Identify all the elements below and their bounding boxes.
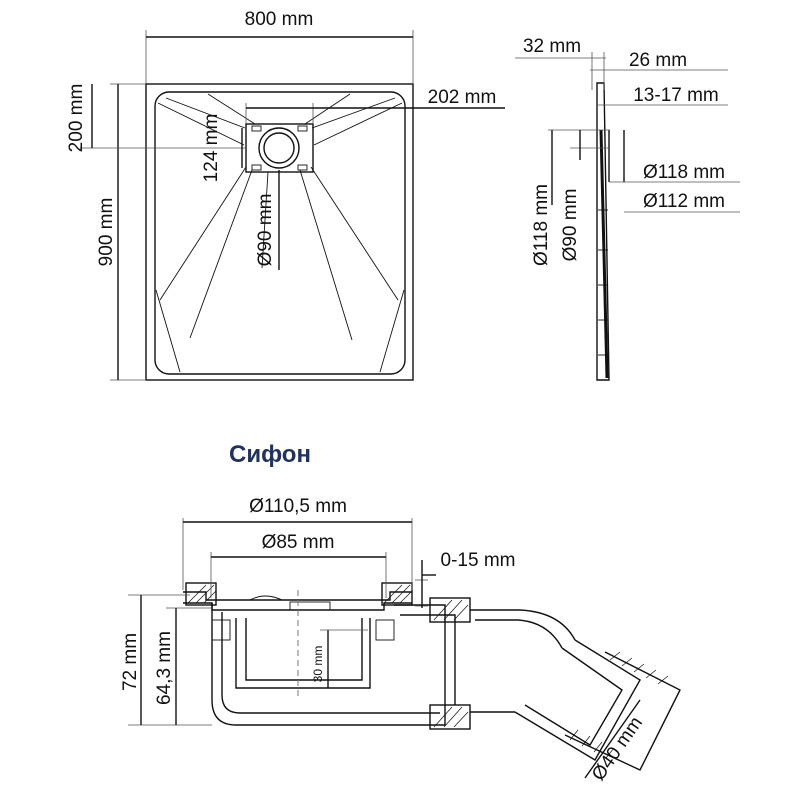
drain-offset-label: 200 mm xyxy=(66,84,87,153)
tray-outline xyxy=(145,83,414,381)
inner-d-label: Ø112 mm xyxy=(643,191,725,212)
tray-dimensions xyxy=(80,30,505,381)
siphon-adjust-label: 0-15 mm xyxy=(441,550,516,571)
right-nut xyxy=(381,582,413,606)
siphon-body-outer xyxy=(211,603,445,726)
tray-side-section: 32 mm 26 mm 13-17 mm Ø118 mm Ø112 mm Ø11… xyxy=(515,36,740,381)
drain-top xyxy=(245,123,314,173)
section-ribs xyxy=(598,209,608,356)
outlet-nut xyxy=(429,597,471,623)
thickness-label: 32 mm xyxy=(523,36,581,57)
drain-hole-outer xyxy=(258,127,300,169)
drain-hole-inner xyxy=(263,132,295,164)
tray-width-label: 800 mm xyxy=(245,9,314,30)
siphon-inner-d-label: Ø85 mm xyxy=(262,532,335,553)
slope-label: 13-17 mm xyxy=(633,85,719,106)
siphon-height-label: 72 mm xyxy=(120,633,141,691)
outer-d-label: Ø118 mm xyxy=(643,162,725,183)
tray-inner-rim xyxy=(154,91,406,375)
siphon-title: Сифон xyxy=(229,441,311,468)
slope-lines xyxy=(155,93,405,373)
section-outline xyxy=(596,82,610,381)
outlet-elbow xyxy=(514,639,681,771)
drain-inner-label: 124 mm xyxy=(201,114,222,183)
siphon-height2-label: 64,3 mm xyxy=(154,631,175,705)
v-outer-label: Ø118 mm xyxy=(531,184,552,266)
siphon-drawing xyxy=(183,582,681,771)
tray-top-view: 800 mm 900 mm 200 mm 202 mm 124 mm Ø90 m… xyxy=(66,9,505,381)
siphon-seal-label: 30 mm xyxy=(311,646,325,683)
drain-hole-label: Ø90 mm xyxy=(255,194,276,267)
tray-length-label: 900 mm xyxy=(96,198,117,267)
left-nut xyxy=(185,582,217,606)
rim-label: 26 mm xyxy=(629,50,687,71)
siphon-outer-d-label: Ø110,5 mm xyxy=(249,496,347,517)
drain-size-label: 202 mm xyxy=(428,87,497,108)
siphon-dimensions xyxy=(128,518,641,779)
v-inner-label: Ø90 mm xyxy=(560,189,581,262)
